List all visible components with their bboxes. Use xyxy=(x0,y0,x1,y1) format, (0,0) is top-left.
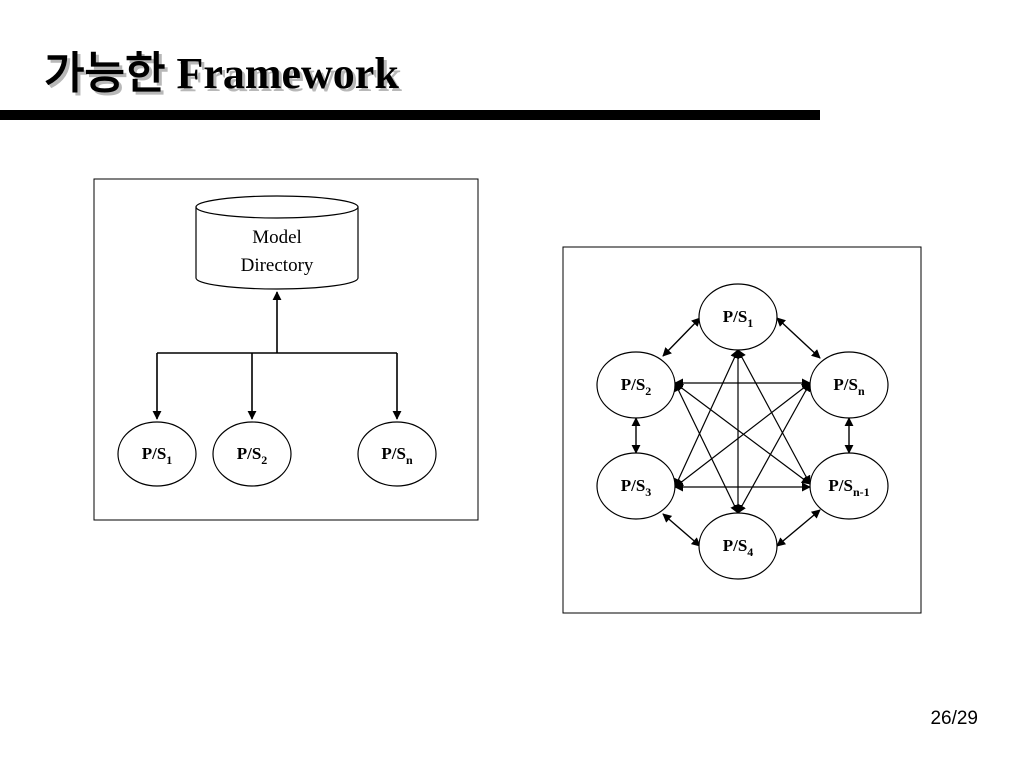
node-label: P/S xyxy=(142,444,167,463)
svg-text:P/S2: P/S2 xyxy=(237,444,268,467)
left-node-ps1: P/S1 xyxy=(117,421,197,487)
node-subscript: 1 xyxy=(747,316,753,330)
node-subscript: 1 xyxy=(166,453,172,467)
peer-to-peer-diagram: P/S1 P/S2 P/Sn P/S3 P/Sn-1 xyxy=(562,246,922,614)
svg-text:P/S4: P/S4 xyxy=(723,536,754,559)
right-node-ps3: P/S3 xyxy=(596,452,676,520)
node-label: P/S xyxy=(723,307,748,326)
node-subscript: 3 xyxy=(645,485,651,499)
page-number: 26/29 xyxy=(930,708,978,729)
right-node-ps4: P/S4 xyxy=(698,512,778,580)
node-label: P/S xyxy=(381,444,406,463)
title-underline xyxy=(0,110,820,120)
svg-text:P/Sn: P/Sn xyxy=(833,375,865,398)
svg-text:P/S3: P/S3 xyxy=(621,476,652,499)
node-subscript: 4 xyxy=(747,545,753,559)
node-label: P/S xyxy=(237,444,262,463)
mesh-connectors xyxy=(674,349,811,514)
node-subscript: 2 xyxy=(261,453,267,467)
svg-text:P/S1: P/S1 xyxy=(723,307,754,330)
node-subscript: n xyxy=(858,384,865,398)
node-label: P/S xyxy=(621,375,646,394)
node-subscript: n-1 xyxy=(853,485,870,499)
centralized-diagram: Model Directory P/S1 P/S2 P xyxy=(93,178,479,521)
node-subscript: 2 xyxy=(645,384,651,398)
right-node-psn-1: P/Sn-1 xyxy=(809,452,889,520)
slide-title: 가능한 Framework xyxy=(44,49,399,98)
svg-text:P/Sn-1: P/Sn-1 xyxy=(828,476,869,499)
svg-text:P/S1: P/S1 xyxy=(142,444,173,467)
left-node-psn: P/Sn xyxy=(357,421,437,487)
svg-text:P/S2: P/S2 xyxy=(621,375,652,398)
right-node-psn: P/Sn xyxy=(809,351,889,419)
node-label: P/S xyxy=(723,536,748,555)
database-label-line2: Directory xyxy=(241,255,314,276)
node-label: P/S xyxy=(833,375,858,394)
right-node-ps2: P/S2 xyxy=(596,351,676,419)
node-label: P/S xyxy=(621,476,646,495)
svg-text:P/Sn: P/Sn xyxy=(381,444,413,467)
left-node-ps2: P/S2 xyxy=(212,421,292,487)
node-label: P/S xyxy=(828,476,853,495)
left-connectors xyxy=(152,291,402,420)
database-label-line1: Model xyxy=(252,227,302,248)
right-node-ps1: P/S1 xyxy=(698,283,778,351)
ring-connectors xyxy=(631,317,854,547)
model-directory-database: Model Directory xyxy=(195,195,359,290)
node-subscript: n xyxy=(406,453,413,467)
